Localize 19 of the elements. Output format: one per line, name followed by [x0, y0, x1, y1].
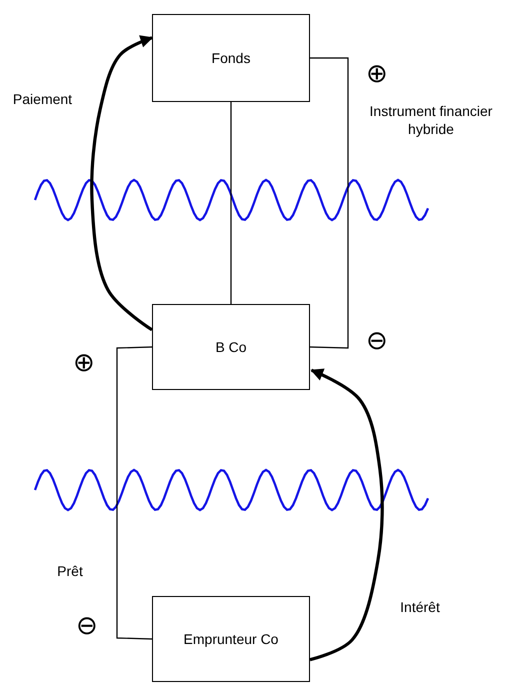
entity-name: Fonds — [212, 50, 250, 66]
curved-arrow — [90, 35, 154, 332]
sign-symbol: ⊖ — [366, 327, 388, 353]
entity-box — [152, 14, 310, 102]
entity-box — [152, 304, 310, 390]
entity-name: Emprunteur Co — [184, 631, 278, 647]
curved-arrow — [310, 368, 384, 662]
entity-box — [152, 596, 310, 682]
sign-symbol: ⊕ — [73, 349, 95, 375]
connector-line — [116, 346, 152, 640]
edge-label: Paiement — [12, 90, 74, 108]
edge-label: Instrument financier hybride — [368, 102, 494, 138]
connector-line — [230, 102, 232, 304]
sign-symbol: ⊖ — [76, 612, 98, 638]
connector-line — [310, 57, 349, 349]
entity-name: B Co — [215, 339, 247, 355]
edge-label: Intérêt — [399, 598, 441, 616]
sign-symbol: ⊕ — [366, 60, 388, 86]
edge-label: Prêt — [56, 562, 84, 580]
